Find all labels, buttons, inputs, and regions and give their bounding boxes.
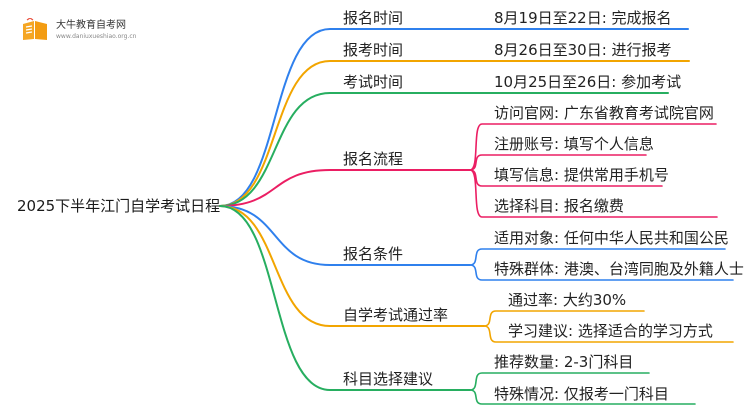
site-logo: 大牛教育自考网 www.daniuxueshiao.org.cn <box>20 18 136 42</box>
leaf-link-b5-0 <box>469 248 726 266</box>
leaf-signup-dates: 8月19日至22日: 完成报名 <box>494 9 672 27</box>
leaf-link-b4-3 <box>469 169 718 218</box>
leaf-link-b5-1 <box>469 264 734 281</box>
leaf-register-dates: 8月26日至30日: 进行报考 <box>494 41 672 59</box>
leaf-link-b7-1 <box>469 389 696 405</box>
leaf-link-b7-0 <box>469 372 650 391</box>
leaf-special-groups: 特殊群体: 港澳、台湾同胞及外籍人士 <box>494 260 744 278</box>
leaf-register-account: 注册账号: 填写个人信息 <box>494 135 654 153</box>
branch-signup-time: 报名时间 <box>343 9 404 27</box>
book-logo-icon <box>23 18 47 40</box>
logo-url: www.daniuxueshiao.org.cn <box>56 32 137 40</box>
leaf-fill-info: 填写信息: 提供常用手机号 <box>494 166 669 184</box>
leaf-pass-rate: 通过率: 大约30% <box>508 291 627 309</box>
branch-link-b6 <box>219 205 485 327</box>
leaf-eligible: 适用对象: 任何中华人民共和国公民 <box>494 229 729 247</box>
branch-subject-advice: 科目选择建议 <box>343 370 434 388</box>
logo-name: 大牛教育自考网 <box>56 19 126 31</box>
leaf-special-case: 特殊情况: 仅报考一门科目 <box>494 385 669 403</box>
branch-link-b7 <box>219 205 471 391</box>
leaf-study-advice: 学习建议: 选择适合的学习方式 <box>508 322 713 340</box>
mindmap-links <box>219 28 734 405</box>
branch-link-b3 <box>219 92 471 207</box>
leaf-link-b4-0 <box>469 123 717 171</box>
branch-link-b2 <box>219 60 471 207</box>
branch-signup-process: 报名流程 <box>343 150 404 168</box>
branch-link-b5 <box>219 205 471 266</box>
leaf-link-b6-1 <box>483 325 734 343</box>
branch-link-b4 <box>219 169 471 207</box>
leaf-exam-dates: 10月25日至26日: 参加考试 <box>494 73 682 91</box>
leaf-link-b6-0 <box>483 310 645 327</box>
root-topic: 2025下半年江门自学考试日程 <box>17 197 221 215</box>
branch-pass-rate: 自学考试通过率 <box>343 306 449 324</box>
leaf-recommended-count: 推荐数量: 2-3门科目 <box>494 353 634 371</box>
leaf-choose-subject: 选择科目: 报名缴费 <box>494 197 624 215</box>
branch-register-time: 报考时间 <box>343 41 404 59</box>
branch-signup-conditions: 报名条件 <box>343 245 404 263</box>
branch-link-b1 <box>219 28 471 207</box>
branch-exam-time: 考试时间 <box>343 73 404 91</box>
leaf-visit-site: 访问官网: 广东省教育考试院官网 <box>494 104 714 122</box>
leaf-link-b4-1 <box>469 154 647 171</box>
